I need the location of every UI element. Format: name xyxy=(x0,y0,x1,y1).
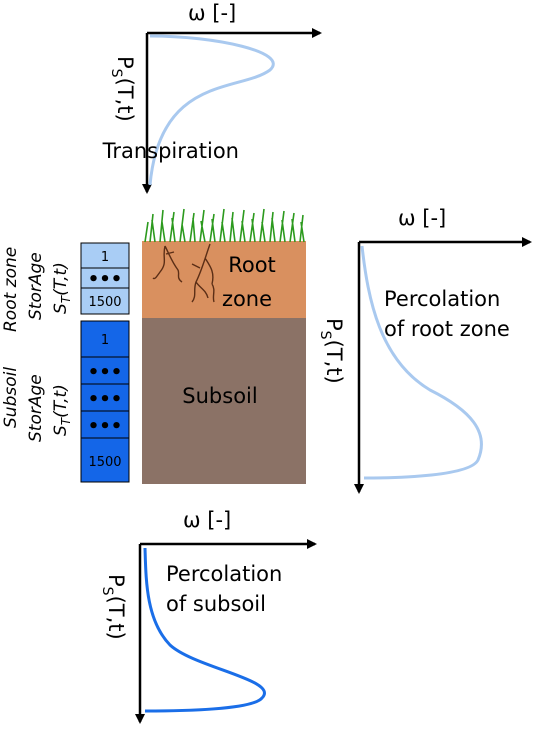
svg-text:PS(T,t): PS(T,t) xyxy=(317,318,346,384)
subsoil-storage-dots-3: ••• xyxy=(88,416,123,437)
subsoil-layer xyxy=(142,318,306,484)
root-percolation-curve xyxy=(360,245,483,480)
root-storage-titles: Root zone StorAge ST(T,t) xyxy=(1,247,73,332)
root-storage-title3: ST(T,t) xyxy=(51,262,73,314)
root-percolation-x-label: ω [-] xyxy=(398,206,446,230)
root-percolation-title-line2: of root zone xyxy=(384,317,510,341)
transpiration-x-label: ω [-] xyxy=(188,1,236,25)
root-storage-title2: StorAge xyxy=(26,252,46,320)
subsoil-storage-first: 1 xyxy=(101,333,109,348)
subsoil-storage-dots-2: ••• xyxy=(88,389,123,410)
subsoil-storage-last: 1500 xyxy=(88,455,121,470)
subsoil-percolation-y-label: PS(T,t) xyxy=(99,574,128,640)
root-zone-label-line1: Root xyxy=(228,253,276,277)
subsoil-percolation-title-line1: Percolation xyxy=(166,562,282,586)
roots-icon xyxy=(152,243,215,303)
svg-text:PS(T,t): PS(T,t) xyxy=(108,56,137,122)
transpiration-curve xyxy=(148,34,275,186)
root-percolation-title-line1: Percolation xyxy=(384,287,500,311)
root-storage-first: 1 xyxy=(101,250,109,265)
root-storage-last: 1500 xyxy=(88,295,121,310)
root-percolation-plot: ω [-] Percolation of root zone PS(T,t) xyxy=(317,206,532,494)
root-storage-dots: ••• xyxy=(88,269,123,290)
root-storage-title1: Root zone xyxy=(1,247,21,332)
subsoil-percolation-title-line2: of subsoil xyxy=(166,592,266,616)
transpiration-plot: ω [-] Transpiration PS(T,t) xyxy=(102,1,322,194)
subsoil-storage-title2: StorAge xyxy=(26,374,46,442)
subsoil-storage-title3: ST(T,t) xyxy=(51,384,73,436)
subsoil-storage-dots-1: ••• xyxy=(88,362,123,383)
transpiration-y-label: PS(T,t) xyxy=(108,56,137,122)
subsoil-percolation-curve xyxy=(143,547,266,713)
subsoil-percolation-plot: ω [-] Percolation of subsoil PS(T,t) xyxy=(99,508,317,724)
subsoil-label: Subsoil xyxy=(182,384,257,408)
subsoil-percolation-x-label: ω [-] xyxy=(183,508,231,532)
root-zone-label-line2: zone xyxy=(222,287,272,311)
grass-icon xyxy=(144,208,305,243)
subsoil-storage-stack: 1 ••• ••• ••• 1500 xyxy=(80,320,130,483)
root-percolation-y-label: PS(T,t) xyxy=(317,318,346,384)
svg-text:PS(T,t): PS(T,t) xyxy=(99,574,128,640)
transpiration-title: Transpiration xyxy=(102,139,239,163)
root-storage-stack: 1 ••• 1500 xyxy=(80,242,130,315)
subsoil-storage-title1: Subsoil xyxy=(1,367,21,428)
soil-column: Root zone Subsoil xyxy=(142,208,306,484)
subsoil-storage-titles: Subsoil StorAge ST(T,t) xyxy=(1,367,73,442)
